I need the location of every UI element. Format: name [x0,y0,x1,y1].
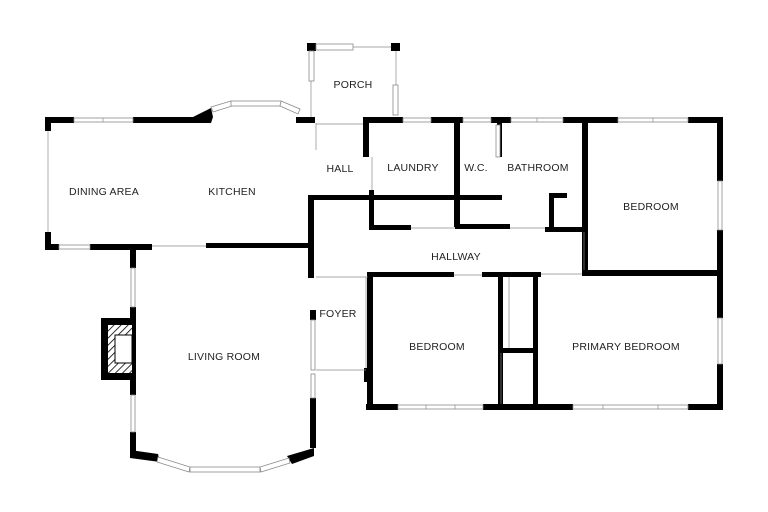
wall-segment [482,272,541,277]
wall-segment [549,193,554,229]
wall-segment [366,404,398,410]
room-label-dining-area: DINING AREA [69,186,139,198]
window [495,124,501,158]
window [58,244,91,250]
wall-segment [688,404,723,410]
wall-segment [307,43,316,51]
window [462,117,492,123]
window [230,100,282,107]
wall-segment [498,348,538,353]
window [572,404,689,410]
room-label-kitchen: KITCHEN [208,186,256,198]
room-label-porch: PORCH [334,79,373,91]
wall-segment [130,450,160,462]
wall-segment [563,117,618,123]
fireplace [101,318,136,380]
wall-segment [90,244,152,250]
wall-segment [46,117,74,123]
room-label-living-room: LIVING ROOM [188,351,260,363]
wall-segment [545,227,588,232]
wall-segment [483,404,573,410]
window [717,180,723,231]
wall-segment [369,225,411,230]
wall-segment [308,195,314,277]
wall-segment [130,248,136,268]
room-label-bathroom: BATHROOM [507,162,569,174]
window [130,394,136,433]
wall-segment [533,272,538,410]
window [392,84,399,116]
wall-segment [310,195,502,200]
wall-segment [130,432,136,454]
window [310,373,316,399]
wall-segment [498,272,503,410]
room-label-foyer: FOYER [319,308,356,320]
wall-segment [369,190,374,228]
window [397,404,484,410]
wall-segment [193,108,213,123]
wall-segment [582,270,723,276]
wall-segment [368,272,454,277]
wall-segment [363,117,369,157]
wall-segment [364,368,369,382]
wall-segment [431,117,463,123]
wall-segment [455,224,510,229]
walls [45,43,723,464]
window [310,319,316,371]
wall-segment [717,364,723,410]
window [259,457,291,473]
room-label-wc: W.C. [464,162,488,174]
window [308,50,315,82]
window [130,267,136,308]
wall-segment [363,117,403,123]
wall-segment [308,248,314,278]
wall-segment [45,244,59,250]
window [402,117,432,123]
room-label-bedroom-northeast: BEDROOM [623,201,679,213]
windows [47,43,723,473]
wall-segment [717,117,723,181]
window [315,43,354,51]
window [279,100,301,115]
room-label-hallway: HALLWAY [431,251,481,263]
wall-segment [287,448,314,464]
window [156,456,191,473]
room-label-laundry: LAUNDRY [387,162,438,174]
wall-segment [582,117,588,275]
room-label-primary-bedroom: PRIMARY BEDROOM [572,341,680,353]
window [189,466,261,473]
wall-segment [549,193,567,198]
room-labels: PORCH HALL LAUNDRY W.C. BATHROOM BEDROOM… [69,79,680,363]
room-label-bedroom-south: BEDROOM [409,341,465,353]
wall-segment [454,117,460,227]
window [210,100,233,113]
wall-segment [367,272,373,410]
room-label-hall: HALL [326,163,353,175]
wall-segment [391,43,400,51]
wall-segment [310,310,316,320]
wall-segment [688,117,723,123]
wall-segment [206,243,312,248]
wall-segment [45,232,51,250]
wall-segment [133,117,211,123]
wall-segment [310,398,316,448]
wall-segment [296,117,313,123]
window [73,117,134,123]
wall-segment [45,117,51,131]
window [717,317,723,365]
